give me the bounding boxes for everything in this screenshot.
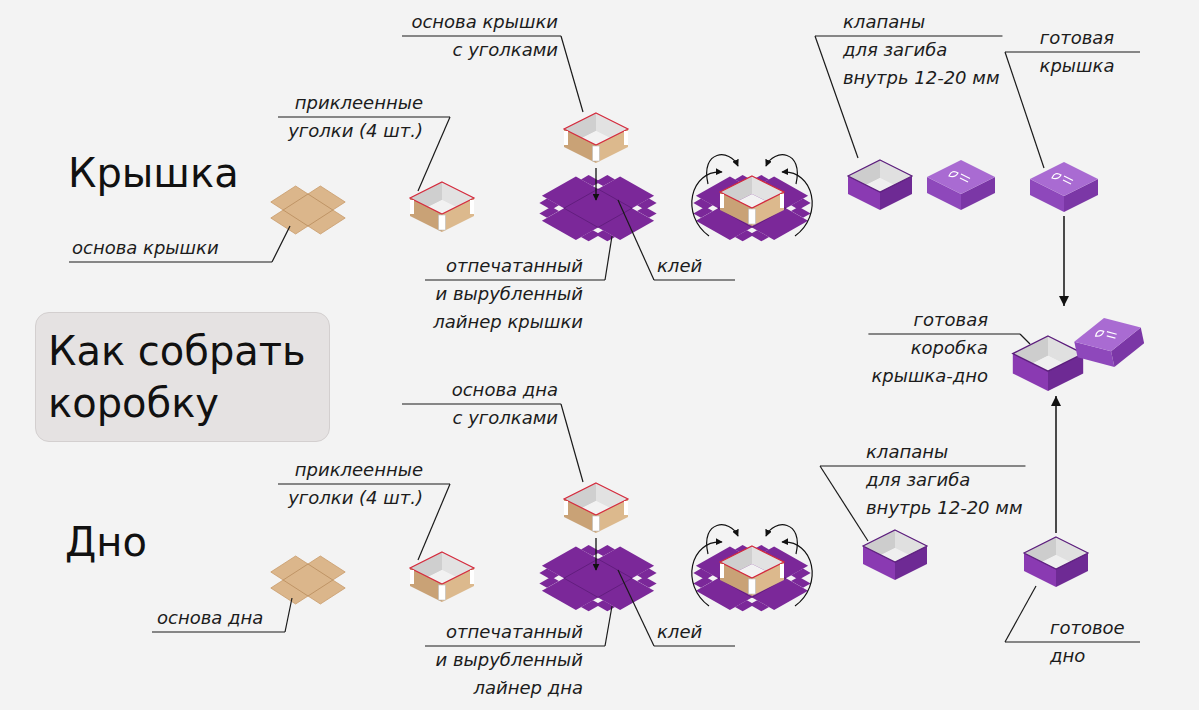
text-line: Как собрать (48, 325, 306, 377)
finished-item: готовое дно (1020, 533, 1092, 591)
label-underline (820, 465, 1025, 466)
text-line: внутрь 12-20 мм (866, 494, 1022, 522)
ready-lid (1030, 162, 1098, 212)
label-underline (1005, 641, 1140, 642)
label-underline (654, 645, 735, 646)
lid-assembly-steps (258, 113, 830, 252)
leader-line (1005, 52, 1044, 168)
text-line: приклеенные (288, 456, 423, 484)
bottom-assembly-steps (258, 483, 830, 622)
flow-arrow (1055, 396, 1057, 533)
text-line: коробку (48, 377, 306, 429)
callout-label: основа крышки (72, 234, 219, 262)
text-line: отпечатанный (436, 618, 583, 646)
row-heading: Крышка (68, 147, 239, 199)
leader-line (618, 570, 654, 646)
callout-label: готовая коробка крышка-дно (871, 306, 988, 390)
text-line: для загиба (866, 466, 1022, 494)
leader-line (272, 226, 290, 262)
text-line: коробка (871, 334, 988, 362)
label-underline (815, 35, 1002, 36)
callout-label: основа крышки с уголками (411, 8, 558, 64)
callout-label: основа дна с уголками (452, 376, 558, 432)
leader-line (618, 200, 654, 280)
callout-label: отпечатанный и вырубленный лайнер дна (436, 618, 583, 702)
title-text: Как собрать коробку (48, 325, 306, 429)
ready-bottom (1024, 537, 1088, 587)
label-underline (654, 279, 735, 280)
text-line: дно (1050, 642, 1125, 670)
text-line: готовая (1040, 24, 1115, 52)
callout-label: готовая крышка (1040, 24, 1115, 80)
text-line: крышка-дно (871, 362, 988, 390)
leader-line (1020, 334, 1030, 344)
title-box: Как собрать коробку (35, 312, 330, 442)
text-line: основа дна (157, 604, 263, 632)
text-line: основа дна (452, 376, 558, 404)
callout-label: приклеенные уголки (4 шт.) (288, 89, 423, 145)
leader-line (1005, 586, 1036, 642)
callout-label: отпечатанный и вырубленный лайнер крышки (433, 252, 583, 336)
leader-line (561, 36, 583, 112)
callout-label: клапаны для загиба внутрь 12-20 мм (866, 438, 1022, 522)
label-underline (425, 279, 605, 280)
text-line: готовое (1050, 614, 1125, 642)
text-line: клей (657, 618, 702, 646)
text-line: отпечатанный (433, 252, 583, 280)
ready-box-lid (1071, 311, 1148, 374)
label-underline (868, 333, 1020, 334)
callout-label: готовое дно (1050, 614, 1125, 670)
text-line: уголки (4 шт.) (288, 117, 423, 145)
label-underline (425, 645, 605, 646)
lid-with-flaps (848, 160, 912, 210)
leader-line (561, 404, 583, 482)
leader-line (285, 598, 292, 632)
flow-arrow (1063, 216, 1065, 306)
callout-label: клей (657, 618, 702, 646)
text-line: лайнер дна (436, 674, 583, 702)
text-line: и вырубленный (433, 280, 583, 308)
leader-line (605, 606, 612, 646)
finished-item: готовая коробка крышка-дно (1010, 306, 1146, 396)
text-line: и вырубленный (436, 646, 583, 674)
text-line: готовая (871, 306, 988, 334)
text-line: с уголками (411, 36, 558, 64)
text-line: клапаны (866, 438, 1022, 466)
text-line: основа крышки (411, 8, 558, 36)
callout-label: клей (657, 252, 702, 280)
callout-label: клапаны для загиба внутрь 12-20 мм (843, 8, 999, 92)
finished-item: готовая крышка (1028, 158, 1100, 216)
callout-label: основа дна (157, 604, 263, 632)
text-line: клапаны (843, 8, 999, 36)
text-line: клей (657, 252, 702, 280)
leader-line (605, 236, 612, 280)
label-underline (278, 116, 450, 117)
text-line: лайнер крышки (433, 308, 583, 336)
ready-box-bottom (1013, 336, 1083, 391)
text-line: уголки (4 шт.) (288, 484, 423, 512)
callout-label: приклеенные уголки (4 шт.) (288, 456, 423, 512)
label-underline (1005, 51, 1140, 52)
label-underline (69, 261, 272, 262)
label-underline (402, 403, 561, 404)
text-line: с уголками (452, 404, 558, 432)
label-underline (402, 35, 561, 36)
text-line: крышка (1040, 52, 1115, 80)
text-line: для загиба (843, 36, 999, 64)
leader-line (820, 466, 868, 541)
row-heading: Дно (65, 516, 147, 568)
text-line: основа крышки (72, 234, 219, 262)
text-line: внутрь 12-20 мм (843, 64, 999, 92)
text-line: приклеенные (288, 89, 423, 117)
lid-finished (927, 160, 995, 210)
bottom-with-flaps (863, 530, 927, 580)
label-underline (152, 631, 285, 632)
label-underline (278, 483, 450, 484)
